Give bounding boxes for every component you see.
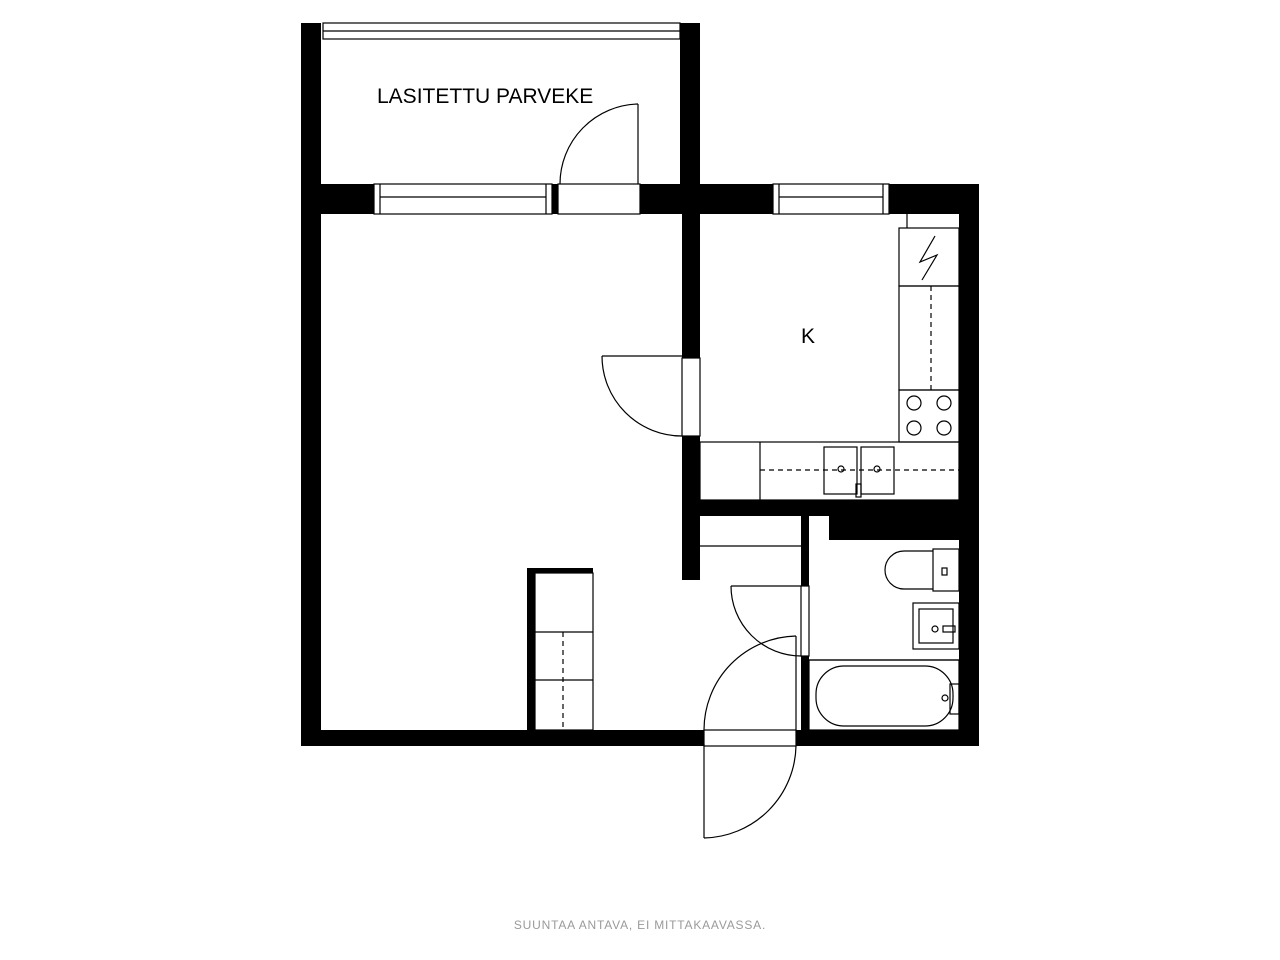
doors [557, 103, 810, 839]
closets [534, 545, 801, 731]
balcony-label: LASITETTU PARVEKE [377, 85, 593, 108]
bathroom-fixtures [808, 548, 960, 731]
walls [301, 23, 979, 746]
kitchen-fixtures [699, 214, 960, 501]
kitchen-label: K [801, 325, 815, 348]
disclaimer-caption: SUUNTAA ANTAVA, EI MITTAKAAVASSA. [513, 918, 767, 932]
windows [322, 22, 890, 215]
